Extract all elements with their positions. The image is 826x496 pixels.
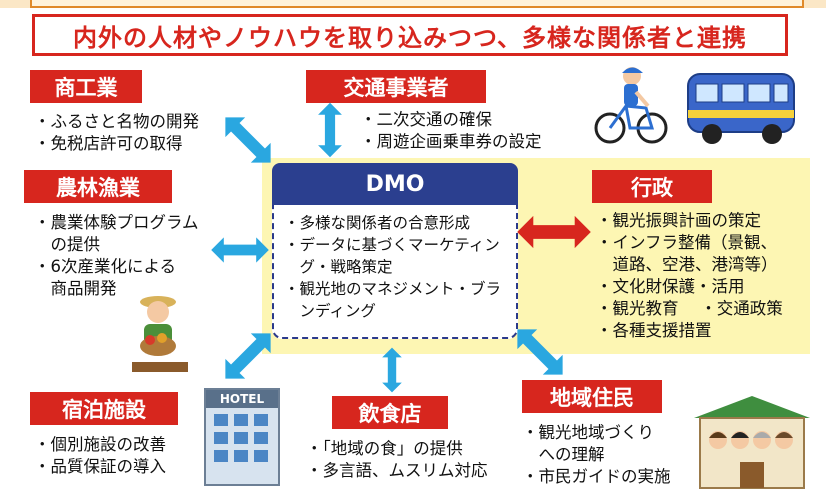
cyclist-illustration <box>594 67 668 144</box>
government-item: ・インフラ整備（景観、 <box>596 233 778 252</box>
commerce-label: 商工業 <box>30 70 142 103</box>
lodging-item: ・品質保証の導入 <box>34 457 166 476</box>
arrow-commerce-dmo <box>215 107 281 173</box>
agriculture-item: の提供 <box>34 235 101 254</box>
dmo-items: ・多様な関係者の合意形成 ・データに基づくマーケティン グ・戦略策定 ・観光地の… <box>284 212 514 322</box>
arrow-lodging-dmo <box>215 323 281 389</box>
arrow-transport-dmo <box>318 102 342 158</box>
dmo-title: DMO <box>272 163 518 205</box>
lodging-item: ・個別施設の改善 <box>34 435 166 454</box>
transport-item: ・二次交通の確保 <box>360 110 492 129</box>
bus-illustration <box>687 73 795 144</box>
transport-label: 交通事業者 <box>306 70 486 103</box>
transport-item: ・周遊企画乗車券の設定 <box>360 132 542 151</box>
top-frame-edge <box>30 0 804 8</box>
dmo-item: ・観光地のマネジメント・ブラ <box>284 280 502 298</box>
residents-items: ・観光地域づくり への理解 ・市民ガイドの実施 <box>522 422 671 488</box>
dmo-item: ・データに基づくマーケティン <box>284 236 500 254</box>
commerce-items: ・ふるさと名物の開発 ・免税店許可の取得 <box>34 111 199 155</box>
residents-item: への理解 <box>522 445 605 464</box>
farmer-illustration <box>132 296 188 372</box>
headline-text: 内外の人材やノウハウを取り込みつつ、多様な関係者と連携 <box>72 23 748 52</box>
commerce-item: ・ふるさと名物の開発 <box>34 112 199 131</box>
agriculture-item: ・6次産業化による <box>34 257 177 276</box>
food-items: ・「地域の食」の提供 ・多言語、ムスリム対応 <box>306 438 488 482</box>
arrow-agriculture-dmo <box>211 237 269 263</box>
dmo-item: ンディング <box>284 302 376 320</box>
hotel-sign: HOTEL <box>206 390 278 408</box>
residents-label: 地域住民 <box>522 380 662 413</box>
government-item: ・観光教育 ・交通政策 <box>596 299 783 318</box>
lodging-items: ・個別施設の改善 ・品質保証の導入 <box>34 434 166 478</box>
hotel-windows <box>206 408 278 468</box>
arrow-food-dmo <box>382 347 402 393</box>
commerce-item: ・免税店許可の取得 <box>34 134 183 153</box>
hotel-illustration: HOTEL <box>204 388 280 486</box>
food-label: 飲食店 <box>332 396 448 429</box>
residents-house-illustration <box>694 396 810 489</box>
transport-items: ・二次交通の確保 ・周遊企画乗車券の設定 <box>360 109 542 153</box>
government-item: ・文化財保護・活用 <box>596 277 745 296</box>
government-item: ・各種支援措置 <box>596 321 712 340</box>
arrow-residents-dmo <box>507 319 573 385</box>
arrow-government-dmo <box>517 215 591 249</box>
food-item: ・「地域の食」の提供 <box>306 439 463 458</box>
government-item: ・観光振興計画の策定 <box>596 211 761 230</box>
agriculture-item: 商品開発 <box>34 279 117 298</box>
agriculture-items: ・農業体験プログラム の提供 ・6次産業化による 商品開発 <box>34 212 199 300</box>
headline-banner: 内外の人材やノウハウを取り込みつつ、多様な関係者と連携 <box>32 14 788 56</box>
residents-item: ・観光地域づくり <box>522 423 654 442</box>
dmo-item: グ・戦略策定 <box>284 258 393 276</box>
residents-item: ・市民ガイドの実施 <box>522 467 671 486</box>
government-item: 道路、空港、港湾等） <box>596 255 778 274</box>
lodging-label: 宿泊施設 <box>30 392 178 425</box>
government-items: ・観光振興計画の策定 ・インフラ整備（景観、 道路、空港、港湾等） ・文化財保護… <box>596 210 783 342</box>
agriculture-item: ・農業体験プログラム <box>34 213 199 232</box>
food-item: ・多言語、ムスリム対応 <box>306 461 488 480</box>
dmo-item: ・多様な関係者の合意形成 <box>284 214 471 232</box>
agriculture-label: 農林漁業 <box>24 170 172 203</box>
government-label: 行政 <box>592 170 712 203</box>
